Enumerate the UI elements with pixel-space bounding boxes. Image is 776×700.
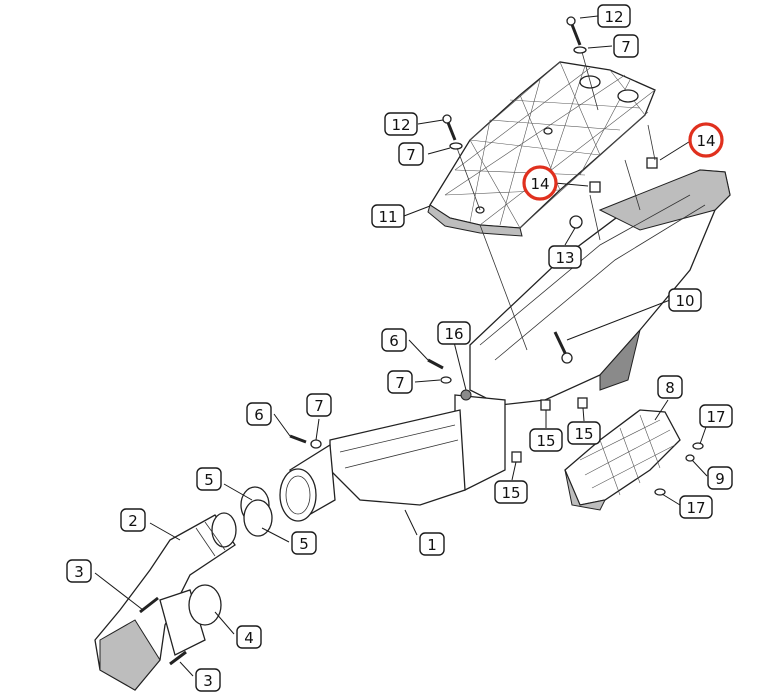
callout-box (567, 421, 601, 445)
callout-box (699, 404, 733, 428)
callout-box (236, 625, 262, 649)
callout-number: 12 (391, 116, 410, 134)
callout-3b: 3 (195, 668, 221, 692)
callout-box (494, 480, 528, 504)
callout-3a: 3 (66, 559, 92, 583)
callout-box (398, 142, 424, 166)
callout-number: 7 (314, 397, 324, 415)
callout-15b: 15 (567, 421, 601, 445)
callout-box (246, 402, 272, 426)
leader-lines (94, 15, 708, 677)
callout-box (291, 531, 317, 555)
callout-number: 11 (378, 208, 397, 226)
callout-box (419, 532, 445, 556)
highlight-ring (688, 122, 724, 158)
callout-box (384, 112, 418, 136)
callout-14a: 14 (688, 122, 724, 158)
callout-17b: 17 (679, 495, 713, 519)
callout-16: 16 (437, 321, 471, 345)
gasket-ring (188, 584, 222, 626)
callout-9: 9 (707, 466, 733, 490)
callout-10: 10 (668, 288, 702, 312)
callout-11: 11 (371, 204, 405, 228)
callout-15a: 15 (529, 428, 563, 452)
callout-number: 15 (501, 484, 520, 502)
callout-4: 4 (236, 625, 262, 649)
callout-6a: 6 (381, 328, 407, 352)
callout-14b: 14 (522, 165, 558, 201)
callout-box (597, 4, 631, 28)
callout-box (707, 466, 733, 490)
callout-7c: 7 (387, 370, 413, 394)
callout-5a: 5 (196, 467, 222, 491)
highlight-ring (522, 165, 558, 201)
guard-plate (564, 409, 681, 511)
callout-number: 4 (244, 629, 254, 647)
callout-7a: 7 (613, 34, 639, 58)
callout-number: 8 (665, 379, 675, 397)
callout-number: 13 (555, 249, 574, 267)
callout-box (657, 375, 683, 399)
callout-box (437, 321, 471, 345)
callout-number: 10 (675, 292, 694, 310)
callout-number: 1 (427, 536, 437, 554)
callout-box (529, 428, 563, 452)
callout-number: 14 (530, 175, 549, 193)
callout-number: 17 (706, 408, 725, 426)
callout-number: 12 (604, 8, 623, 26)
callout-box (120, 508, 146, 532)
callout-12b: 12 (384, 112, 418, 136)
callout-7d: 7 (306, 393, 332, 417)
callout-number: 16 (444, 325, 463, 343)
callout-box (381, 328, 407, 352)
callout-number: 7 (621, 38, 631, 56)
callout-box (195, 668, 221, 692)
callout-box (668, 288, 702, 312)
callout-2: 2 (120, 508, 146, 532)
callout-5b: 5 (291, 531, 317, 555)
callout-13: 13 (548, 245, 582, 269)
callout-number: 17 (686, 499, 705, 517)
callout-box (613, 34, 639, 58)
callout-1: 1 (419, 532, 445, 556)
callout-number: 7 (406, 146, 416, 164)
callout-number: 5 (204, 471, 214, 489)
inlet-pipe (279, 443, 336, 522)
callout-number: 6 (389, 332, 399, 350)
callout-box (196, 467, 222, 491)
callout-number: 9 (715, 470, 725, 488)
callout-number: 3 (74, 563, 84, 581)
callout-box (66, 559, 92, 583)
callout-number: 7 (395, 374, 405, 392)
callout-17a: 17 (699, 404, 733, 428)
clamp-ring-lower (243, 499, 273, 537)
assembly-lines (456, 51, 656, 351)
silencer-body (329, 169, 731, 506)
fasteners (139, 16, 704, 666)
callout-box (548, 245, 582, 269)
callout-box (371, 204, 405, 228)
callout-12a: 12 (597, 4, 631, 28)
callout-6b: 6 (246, 402, 272, 426)
callout-box (387, 370, 413, 394)
callout-box (306, 393, 332, 417)
callout-number: 14 (696, 132, 715, 150)
callout-number: 3 (203, 672, 213, 690)
callout-15c: 15 (494, 480, 528, 504)
callout-box (679, 495, 713, 519)
callout-number: 2 (128, 512, 138, 530)
callout-8: 8 (657, 375, 683, 399)
callout-number: 5 (299, 535, 309, 553)
callout-7b: 7 (398, 142, 424, 166)
heat-shield-cover (427, 61, 656, 237)
callout-number: 15 (574, 425, 593, 443)
callout-number: 6 (254, 406, 264, 424)
callout-number: 15 (536, 432, 555, 450)
